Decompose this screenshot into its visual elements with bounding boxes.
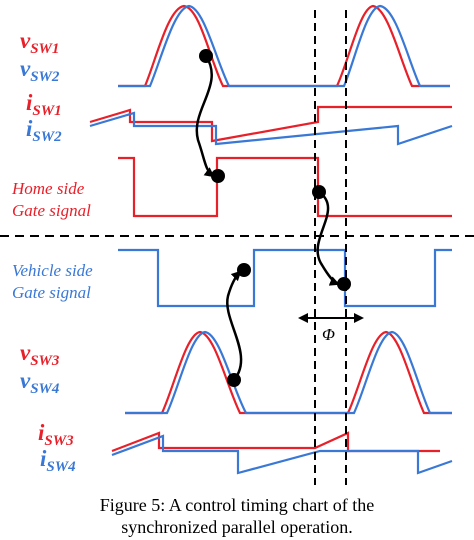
label-i-sw1-sub: SW1 bbox=[32, 103, 61, 119]
label-i-sw1-main: i bbox=[26, 90, 33, 115]
label-v-sw3: vSW3 bbox=[20, 340, 60, 369]
figure-caption: Figure 5: A control timing chart of the … bbox=[0, 494, 474, 538]
label-v-sw1-main: v bbox=[20, 28, 31, 53]
caption-line-1: Figure 5: A control timing chart of the bbox=[99, 495, 375, 515]
waveform-i-sw1 bbox=[89, 105, 452, 143]
causal-dot-2b bbox=[337, 277, 351, 291]
label-i-sw2: iSW2 bbox=[26, 116, 62, 145]
label-v-sw2-sub: SW2 bbox=[30, 69, 60, 85]
label-home-line2: Gate signal bbox=[12, 201, 91, 220]
label-i-sw4-sub: SW4 bbox=[46, 459, 76, 475]
label-v-sw4: vSW4 bbox=[20, 368, 60, 397]
label-vehicle-line1: Vehicle side bbox=[12, 261, 93, 280]
waveform-v-sw4 bbox=[125, 330, 452, 415]
causal-dot-3a bbox=[227, 373, 241, 387]
waveform-vehicle-gate bbox=[118, 248, 452, 308]
waveform-i-sw2 bbox=[89, 111, 453, 146]
label-i-sw3-sub: SW3 bbox=[44, 433, 74, 449]
label-i-sw4-main: i bbox=[40, 446, 47, 471]
label-i-sw3-main: i bbox=[38, 420, 45, 445]
label-v-sw3-main: v bbox=[20, 340, 31, 365]
waveform-home-gate bbox=[118, 156, 452, 218]
label-v-sw1-sub: SW1 bbox=[30, 41, 59, 57]
causal-arrow-1 bbox=[195, 55, 215, 178]
label-v-sw4-sub: SW4 bbox=[30, 381, 60, 397]
label-vehicle-line2: Gate signal bbox=[12, 283, 91, 302]
label-v-sw2: vSW2 bbox=[20, 56, 60, 85]
phase-label: Φ bbox=[322, 325, 335, 344]
label-i-sw3: iSW3 bbox=[38, 420, 74, 449]
label-i-sw2-main: i bbox=[26, 116, 33, 141]
causal-dot-2a bbox=[312, 185, 326, 199]
caption-line-2: synchronized parallel operation. bbox=[121, 517, 353, 537]
label-home-line1: Home side bbox=[11, 179, 85, 198]
causal-arrow-2 bbox=[316, 190, 340, 286]
waveform-v-sw1 bbox=[118, 4, 450, 88]
label-v-sw3-sub: SW3 bbox=[30, 353, 60, 369]
label-v-sw2-main: v bbox=[20, 56, 31, 81]
waveform-v-sw2 bbox=[118, 4, 450, 88]
causal-dot-1b bbox=[211, 169, 225, 183]
causal-dot-1a bbox=[199, 49, 213, 63]
label-i-sw4: iSW4 bbox=[40, 446, 76, 475]
causal-arrow-3 bbox=[226, 270, 243, 381]
waveform-i-sw4 bbox=[111, 434, 453, 475]
label-v-sw1: vSW1 bbox=[20, 28, 59, 57]
label-i-sw2-sub: SW2 bbox=[32, 129, 62, 145]
label-v-sw4-main: v bbox=[20, 368, 31, 393]
causal-dot-3b bbox=[237, 263, 251, 277]
label-i-sw1: iSW1 bbox=[26, 90, 62, 119]
